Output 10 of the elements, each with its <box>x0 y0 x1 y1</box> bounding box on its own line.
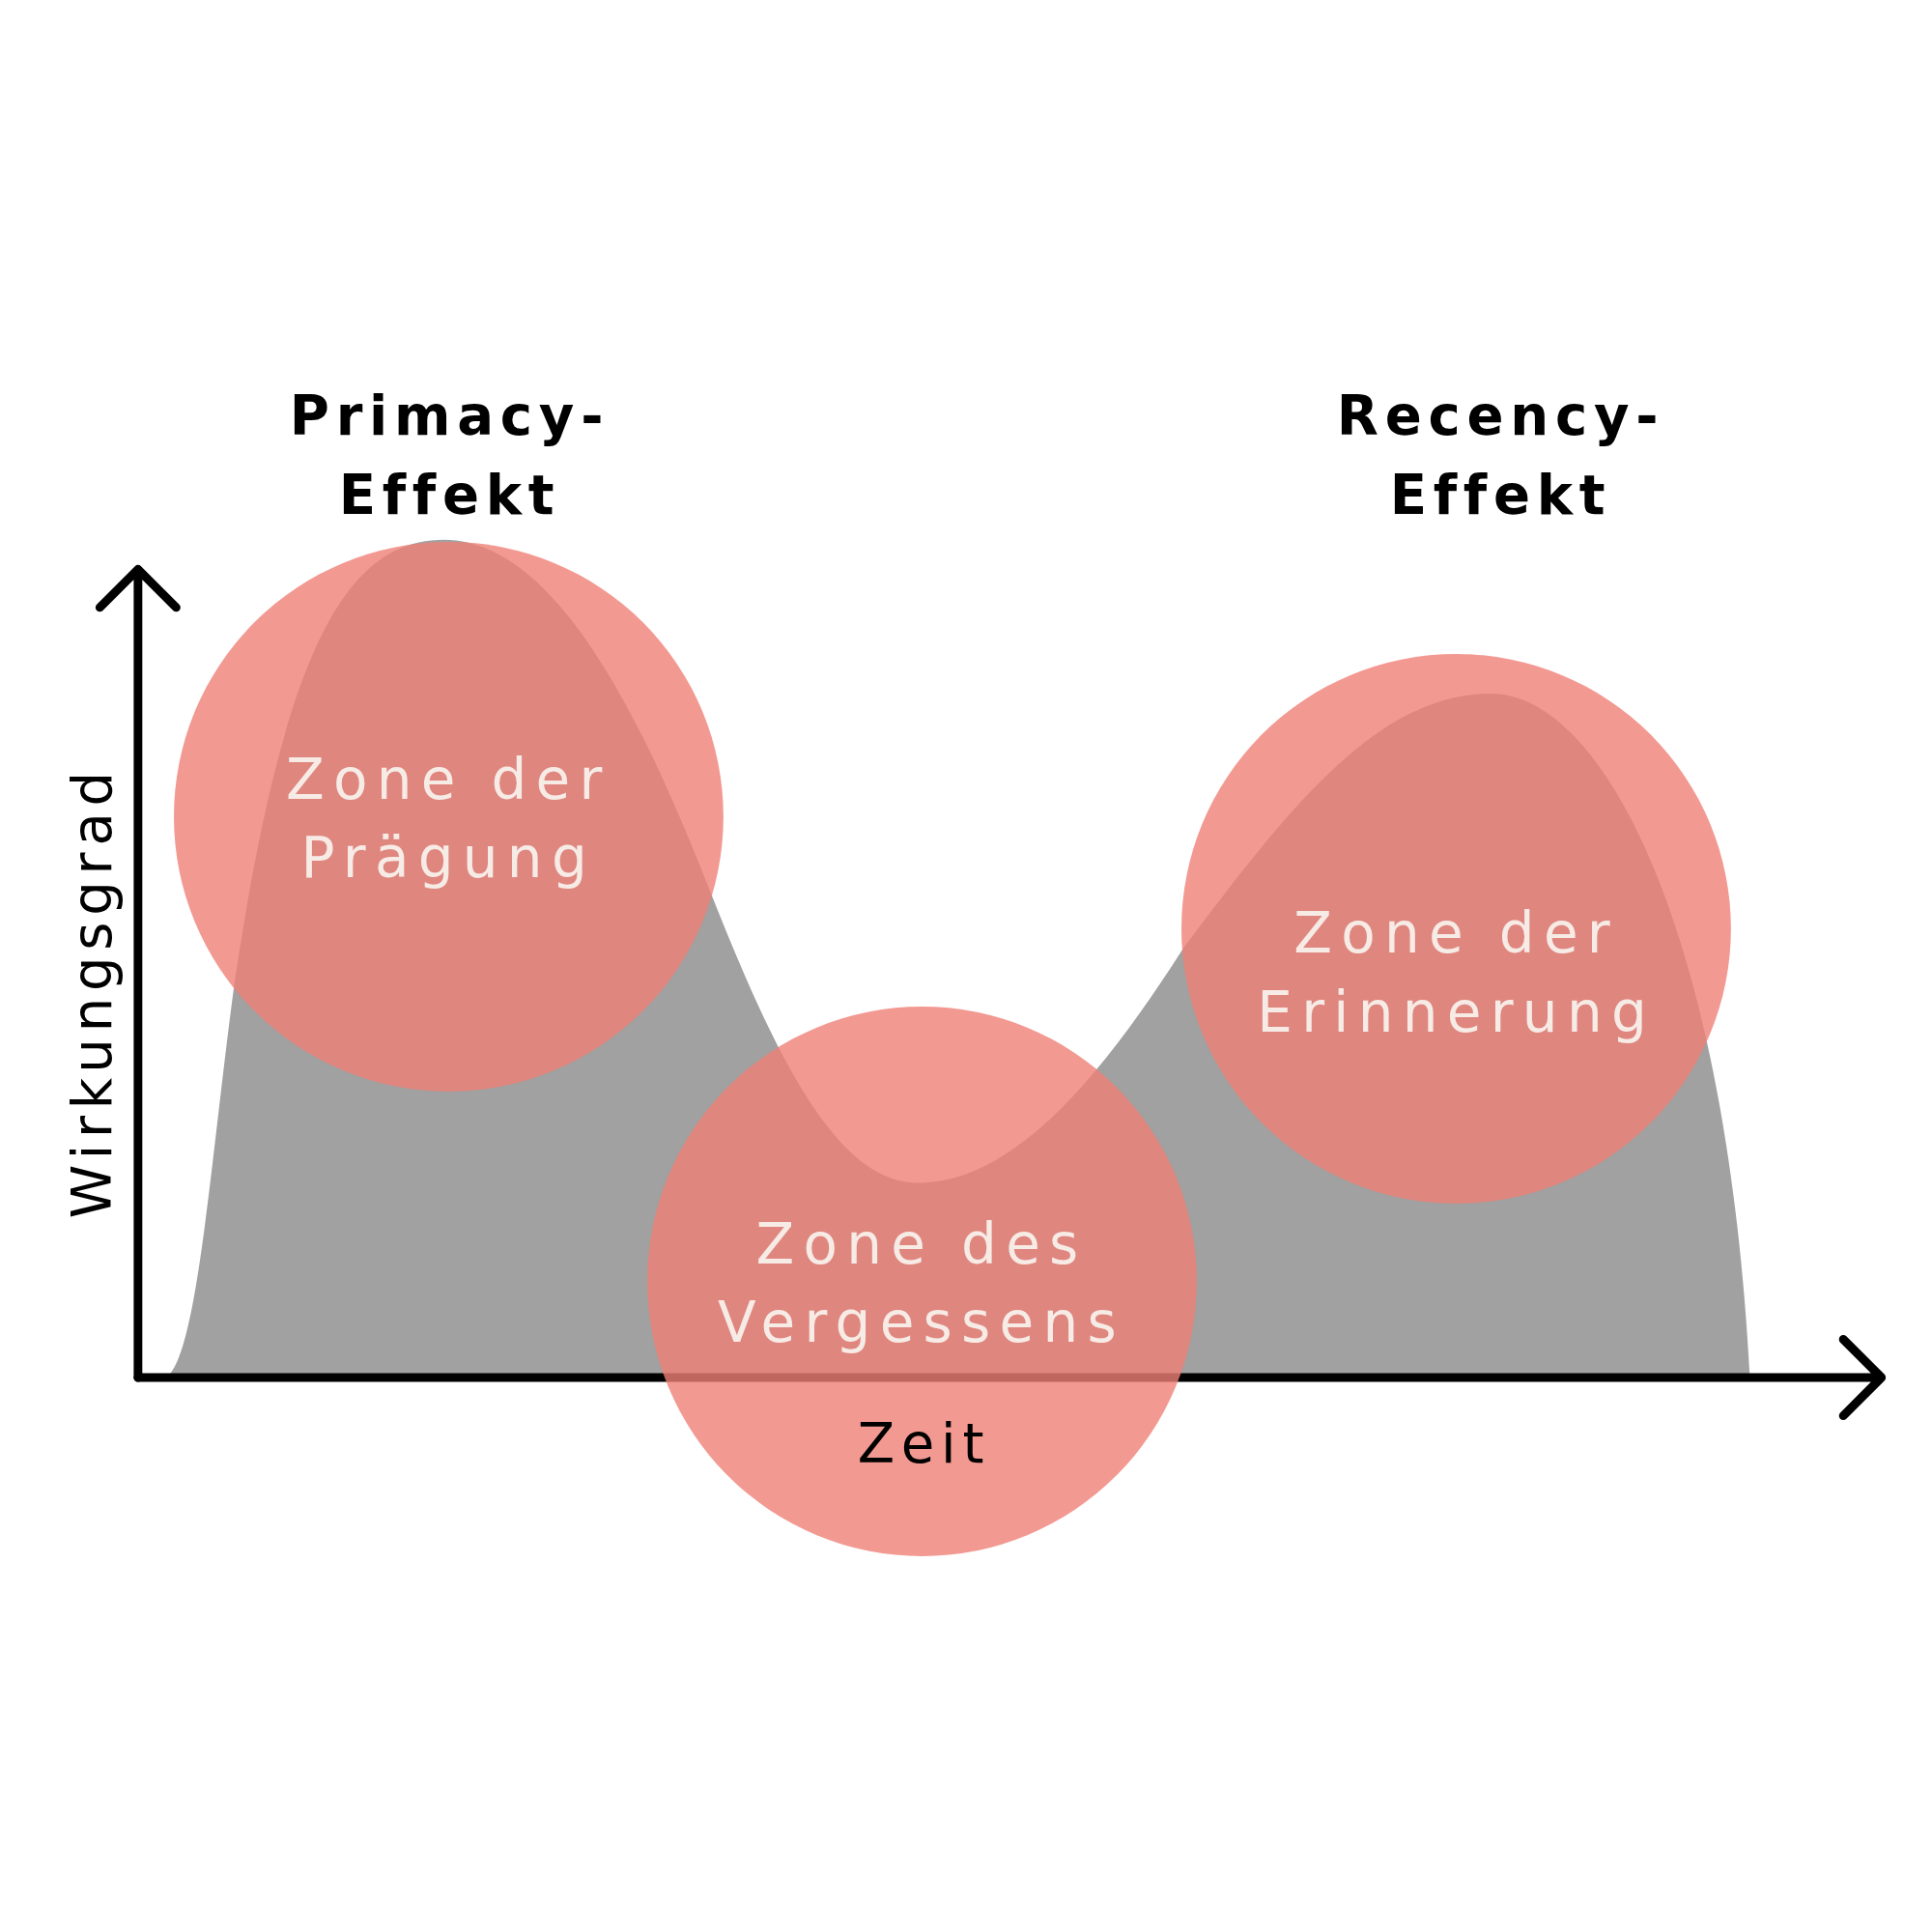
zone-circle <box>1181 654 1732 1205</box>
effect-heading: Primacy-Effekt <box>288 384 611 528</box>
zone-label: Zone des Vergessens <box>717 1209 1127 1358</box>
effect-heading: Recency-Effekt <box>1335 384 1666 528</box>
zone-circle <box>646 1007 1197 1556</box>
zone-circle <box>173 542 724 1093</box>
zone-label: Zone der Erinnerung <box>1256 899 1658 1047</box>
axis-label: Wirkungsgrad <box>59 764 125 1221</box>
zone-label: Zone der Prägung <box>284 746 612 894</box>
axis-label: Zeit <box>856 1411 992 1478</box>
